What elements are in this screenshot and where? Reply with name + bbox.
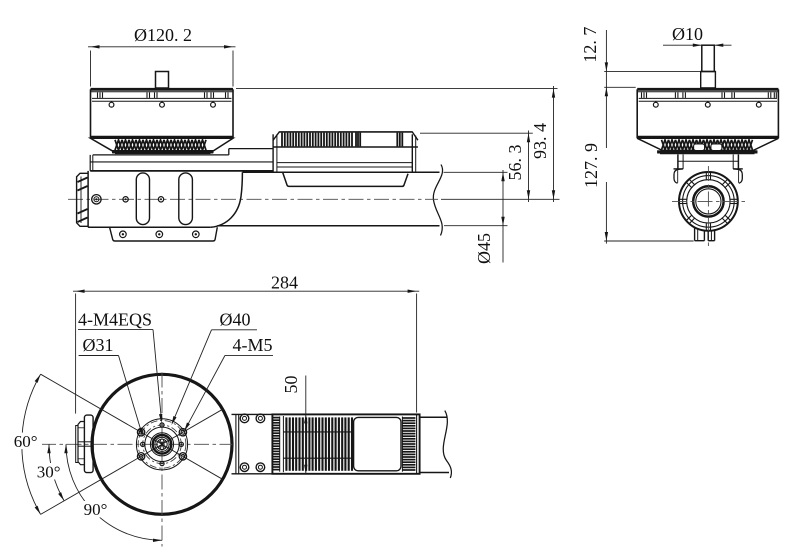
dim-angle-90-text: 90° bbox=[84, 500, 108, 519]
front-motor-screw bbox=[652, 101, 659, 108]
bottom-ray-60-lower bbox=[40, 408, 223, 515]
side-clamp-slot bbox=[135, 172, 151, 226]
dim-total-height: 127. 9 bbox=[581, 143, 694, 244]
dim-overall-height-text: 93. 4 bbox=[530, 123, 550, 159]
side-clamp-end-cap bbox=[75, 172, 89, 227]
front-view: Ø10 12. 7 127. 9 bbox=[580, 24, 780, 246]
side-view: Ø120. 2 93. 4 56. 3 Ø45 bbox=[68, 25, 560, 264]
label-m4-holes: 4-M4EQS bbox=[78, 310, 162, 421]
dim-angle-60: 60° bbox=[10, 373, 42, 515]
bottom-esc-fins bbox=[285, 417, 354, 471]
front-clamp-tabs bbox=[693, 227, 716, 242]
side-motor-screw bbox=[108, 101, 115, 108]
front-rotor-band-ticks bbox=[640, 92, 777, 98]
dim-tube-diameter-text: Ø45 bbox=[474, 233, 494, 264]
front-skirt-window bbox=[710, 143, 723, 152]
side-clamp-screw bbox=[157, 196, 165, 203]
front-clamp-wing bbox=[733, 168, 743, 184]
front-shaft-collar bbox=[700, 70, 717, 89]
bottom-mount-plate bbox=[231, 413, 273, 475]
dim-tube-diameter: Ø45 bbox=[474, 170, 504, 264]
side-clamp-fillet bbox=[210, 172, 244, 229]
side-clamp-block bbox=[75, 170, 244, 242]
dim-motor-diameter-text: Ø120. 2 bbox=[134, 25, 192, 45]
front-skirt-vents bbox=[660, 137, 754, 153]
side-esc-fins bbox=[281, 132, 404, 147]
label-m5-text: 4-M5 bbox=[233, 335, 273, 355]
side-clamp-bottom-plate bbox=[108, 227, 218, 242]
angle-60-bg bbox=[10, 432, 42, 450]
dimension-arrowheads bbox=[34, 43, 724, 542]
bottom-bolt-circle-40 bbox=[137, 419, 187, 469]
side-clamp-bolt bbox=[91, 193, 102, 205]
dim-arm-length-text: 284 bbox=[271, 273, 298, 293]
side-motor-screw bbox=[159, 101, 166, 108]
dim-overall-height: 93. 4 bbox=[236, 86, 558, 202]
side-plate-hole bbox=[191, 230, 200, 239]
dim-angle-60-text: 60° bbox=[14, 432, 38, 451]
dim-shaft-diameter: Ø10 bbox=[663, 24, 732, 46]
label-m4-text: 4-M4EQS bbox=[78, 310, 152, 330]
front-skirt-window bbox=[693, 143, 706, 152]
dim-shaft-protrusion-text: 12. 7 bbox=[580, 27, 600, 63]
side-esc bbox=[272, 131, 419, 188]
side-clamp-slot bbox=[178, 172, 194, 226]
angle-30-bg bbox=[34, 463, 64, 480]
dim-esc-width-text: 50 bbox=[281, 376, 301, 394]
front-motor-screw bbox=[755, 101, 762, 108]
dim-angle-30-text: 30° bbox=[37, 462, 61, 481]
side-clamp-screw bbox=[122, 196, 129, 203]
bottom-plate-screws bbox=[239, 413, 266, 473]
bottom-m4-holes bbox=[139, 422, 184, 467]
angle-90-bg bbox=[80, 501, 111, 518]
dim-motor-diameter: Ø120. 2 bbox=[88, 25, 236, 87]
bottom-clamp-end-cap bbox=[75, 414, 94, 474]
dim-esc-width: 50 bbox=[281, 375, 307, 474]
dim-arm-length: 284 bbox=[73, 273, 420, 414]
side-tube-break-line bbox=[432, 164, 444, 236]
front-shaft bbox=[701, 44, 716, 73]
dim-total-height-text: 127. 9 bbox=[581, 143, 601, 188]
front-clamp-ribs bbox=[679, 172, 738, 231]
label-bolt-circle-31: Ø31 bbox=[78, 335, 143, 435]
front-motor-screw bbox=[704, 101, 711, 108]
bottom-ray-60-upper bbox=[40, 373, 223, 480]
side-plate-hole bbox=[118, 230, 127, 239]
side-skirt-vents bbox=[114, 137, 207, 153]
side-rotor-band-ticks bbox=[96, 92, 229, 98]
dim-angle-90: 90° bbox=[65, 444, 163, 541]
front-clamp-wing bbox=[673, 168, 684, 184]
label-bolt-circle-40: Ø40 bbox=[172, 310, 257, 423]
dim-esc-top-height-text: 56. 3 bbox=[505, 145, 525, 181]
label-m5-holes: 4-M5 bbox=[184, 335, 273, 430]
side-motor-screw bbox=[210, 101, 217, 108]
dim-shaft-diameter-text: Ø10 bbox=[672, 24, 703, 44]
bottom-esc-left-comb bbox=[272, 416, 280, 471]
bottom-esc-right-comb bbox=[402, 417, 416, 471]
front-clamp-neck bbox=[673, 154, 743, 184]
dim-shaft-protrusion: 12. 7 bbox=[580, 27, 701, 148]
bottom-view: 284 50 4-M4EQS Ø31 Ø40 4-M5 bbox=[10, 273, 453, 547]
bottom-tube-break-line bbox=[442, 410, 453, 479]
label-d40-text: Ø40 bbox=[220, 310, 251, 330]
side-shaft-stub bbox=[154, 70, 170, 89]
bottom-esc bbox=[271, 413, 421, 475]
side-esc-bottom-shell bbox=[281, 171, 409, 188]
bottom-esc-cover bbox=[352, 416, 402, 472]
side-plate-hole bbox=[155, 230, 164, 239]
dim-angle-30: 30° bbox=[34, 444, 65, 502]
dim-esc-top-height: 56. 3 bbox=[420, 130, 533, 202]
label-d31-text: Ø31 bbox=[83, 335, 114, 355]
